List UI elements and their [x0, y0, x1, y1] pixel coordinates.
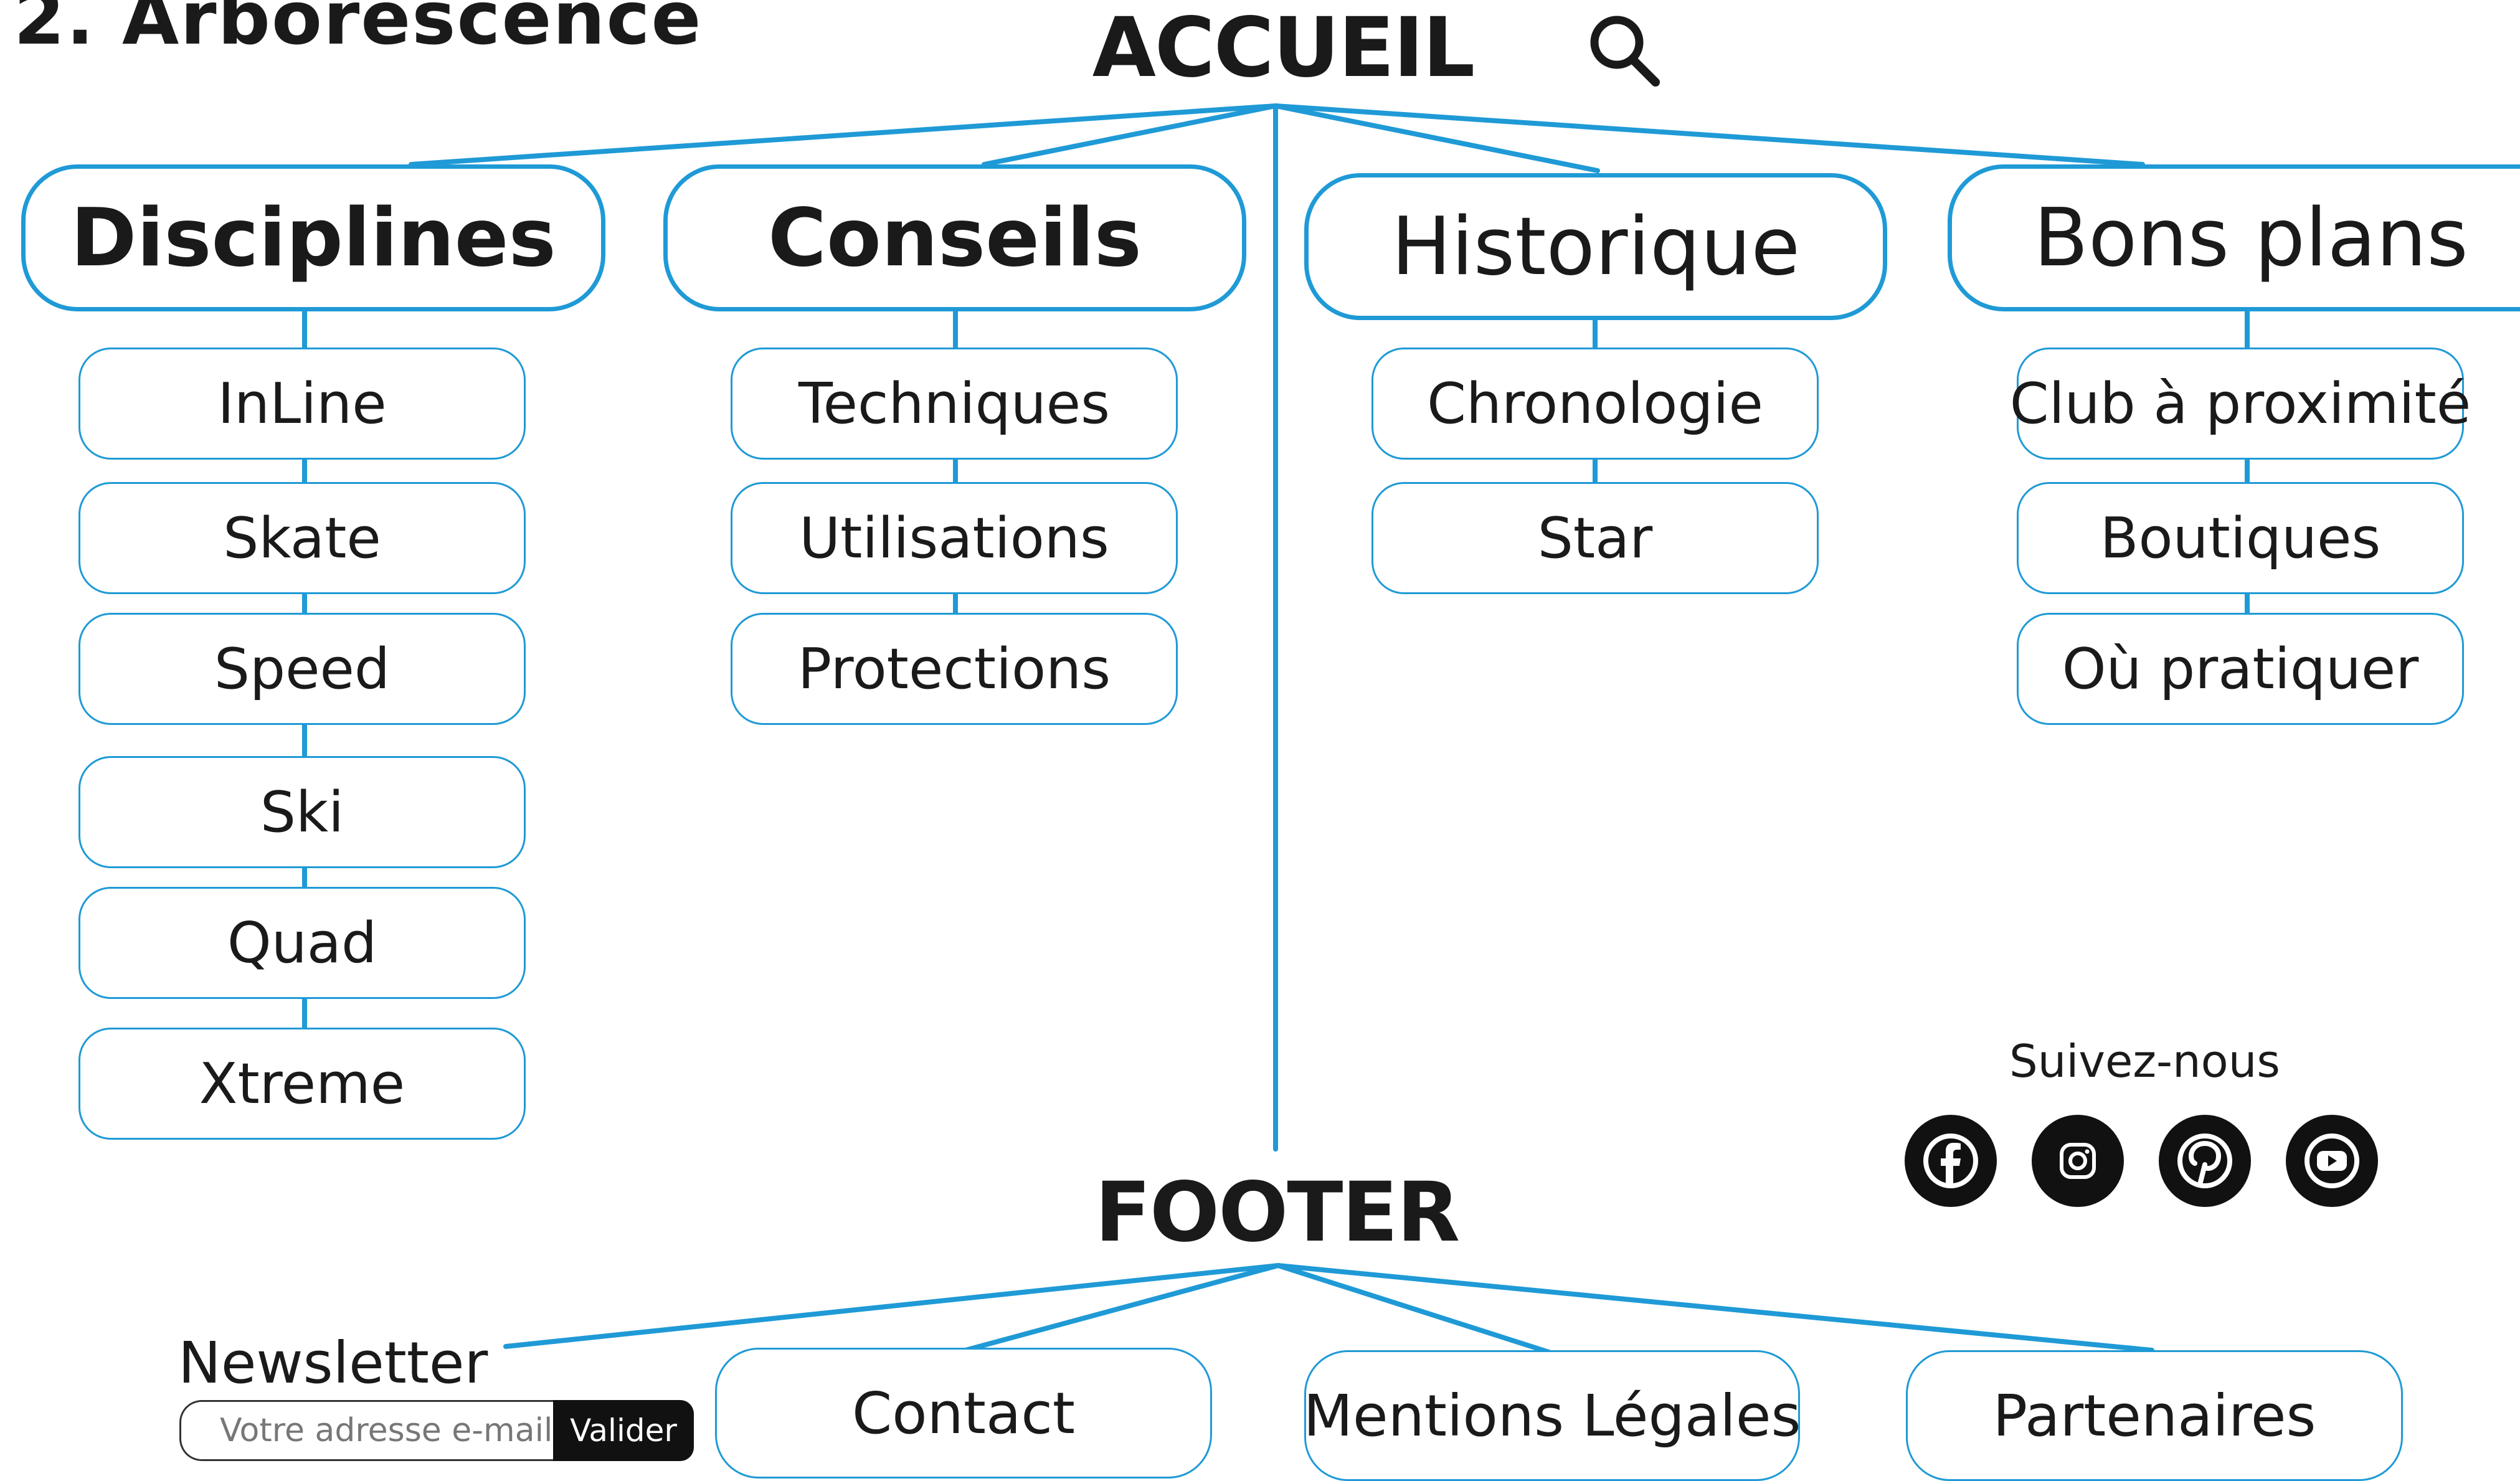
subcategory-star[interactable]: Star: [1371, 482, 1819, 594]
subcategory-ski[interactable]: Ski: [78, 756, 526, 868]
subcategory-label: Boutiques: [2100, 505, 2381, 571]
root-title: ACCUEIL: [1092, 0, 1475, 96]
category-disciplines[interactable]: Disciplines: [21, 164, 605, 311]
social-label: Suivez-nous: [2009, 1035, 2280, 1087]
subcategory-label: Ski: [260, 779, 344, 845]
subcategory-inline[interactable]: InLine: [78, 348, 526, 460]
pinterest-icon[interactable]: [2159, 1115, 2251, 1207]
instagram-icon[interactable]: [2032, 1115, 2124, 1207]
category-label: Conseils: [768, 191, 1142, 285]
subcategory-label: Chronologie: [1427, 371, 1763, 437]
newsletter-label: Newsletter: [178, 1330, 488, 1396]
subcategory-ou-pratiquer[interactable]: Où pratiquer: [2017, 613, 2464, 725]
footer-link-contact[interactable]: Contact: [715, 1348, 1212, 1479]
category-bons-plans[interactable]: Bons plans: [1948, 164, 2520, 311]
subcategory-boutiques[interactable]: Boutiques: [2017, 482, 2464, 594]
subcategory-label: Protections: [797, 636, 1111, 702]
subcategory-protections[interactable]: Protections: [731, 613, 1178, 725]
subcategory-label: Star: [1537, 505, 1653, 571]
footer-link-partenaires[interactable]: Partenaires: [1906, 1350, 2403, 1481]
youtube-icon[interactable]: [2286, 1115, 2378, 1207]
footer-link-mentions-legales[interactable]: Mentions Légales: [1303, 1350, 1801, 1481]
footer-title: FOOTER: [1094, 1165, 1460, 1261]
subcategory-label: Club à proximité: [2009, 371, 2471, 437]
subcategory-label: Où pratiquer: [2062, 636, 2419, 702]
subcategory-quad[interactable]: Quad: [78, 887, 526, 999]
subcategory-label: InLine: [217, 371, 387, 437]
subcategory-label: Skate: [223, 505, 381, 571]
subcategory-chronologie[interactable]: Chronologie: [1371, 348, 1819, 460]
category-label: Historique: [1391, 200, 1801, 293]
section-title: 2. Arborescence: [14, 0, 703, 61]
facebook-icon[interactable]: [1905, 1115, 1997, 1207]
search-icon[interactable]: [1582, 6, 1669, 93]
subcategory-skate[interactable]: Skate: [78, 482, 526, 594]
subcategory-club-a-proximite[interactable]: Club à proximité: [2010, 348, 2471, 460]
category-label: Disciplines: [70, 191, 556, 285]
subcategory-label: Xtreme: [199, 1051, 405, 1117]
subcategory-label: Techniques: [798, 371, 1111, 437]
category-conseils[interactable]: Conseils: [663, 164, 1246, 311]
footer-link-label: Mentions Légales: [1303, 1382, 1801, 1449]
subcategory-label: Utilisations: [799, 505, 1109, 571]
category-label: Bons plans: [2034, 191, 2468, 285]
email-field[interactable]: [179, 1400, 554, 1461]
footer-link-label: Partenaires: [1992, 1382, 2316, 1449]
subcategory-label: Quad: [227, 910, 377, 976]
subcategory-xtreme[interactable]: Xtreme: [78, 1028, 526, 1140]
footer-link-label: Contact: [852, 1379, 1075, 1447]
subcategory-speed[interactable]: Speed: [78, 613, 526, 725]
validate-button[interactable]: Valider: [553, 1400, 694, 1461]
subcategory-techniques[interactable]: Techniques: [731, 348, 1178, 460]
subcategory-utilisations[interactable]: Utilisations: [731, 482, 1178, 594]
subcategory-label: Speed: [214, 636, 391, 702]
category-historique[interactable]: Historique: [1304, 173, 1887, 320]
